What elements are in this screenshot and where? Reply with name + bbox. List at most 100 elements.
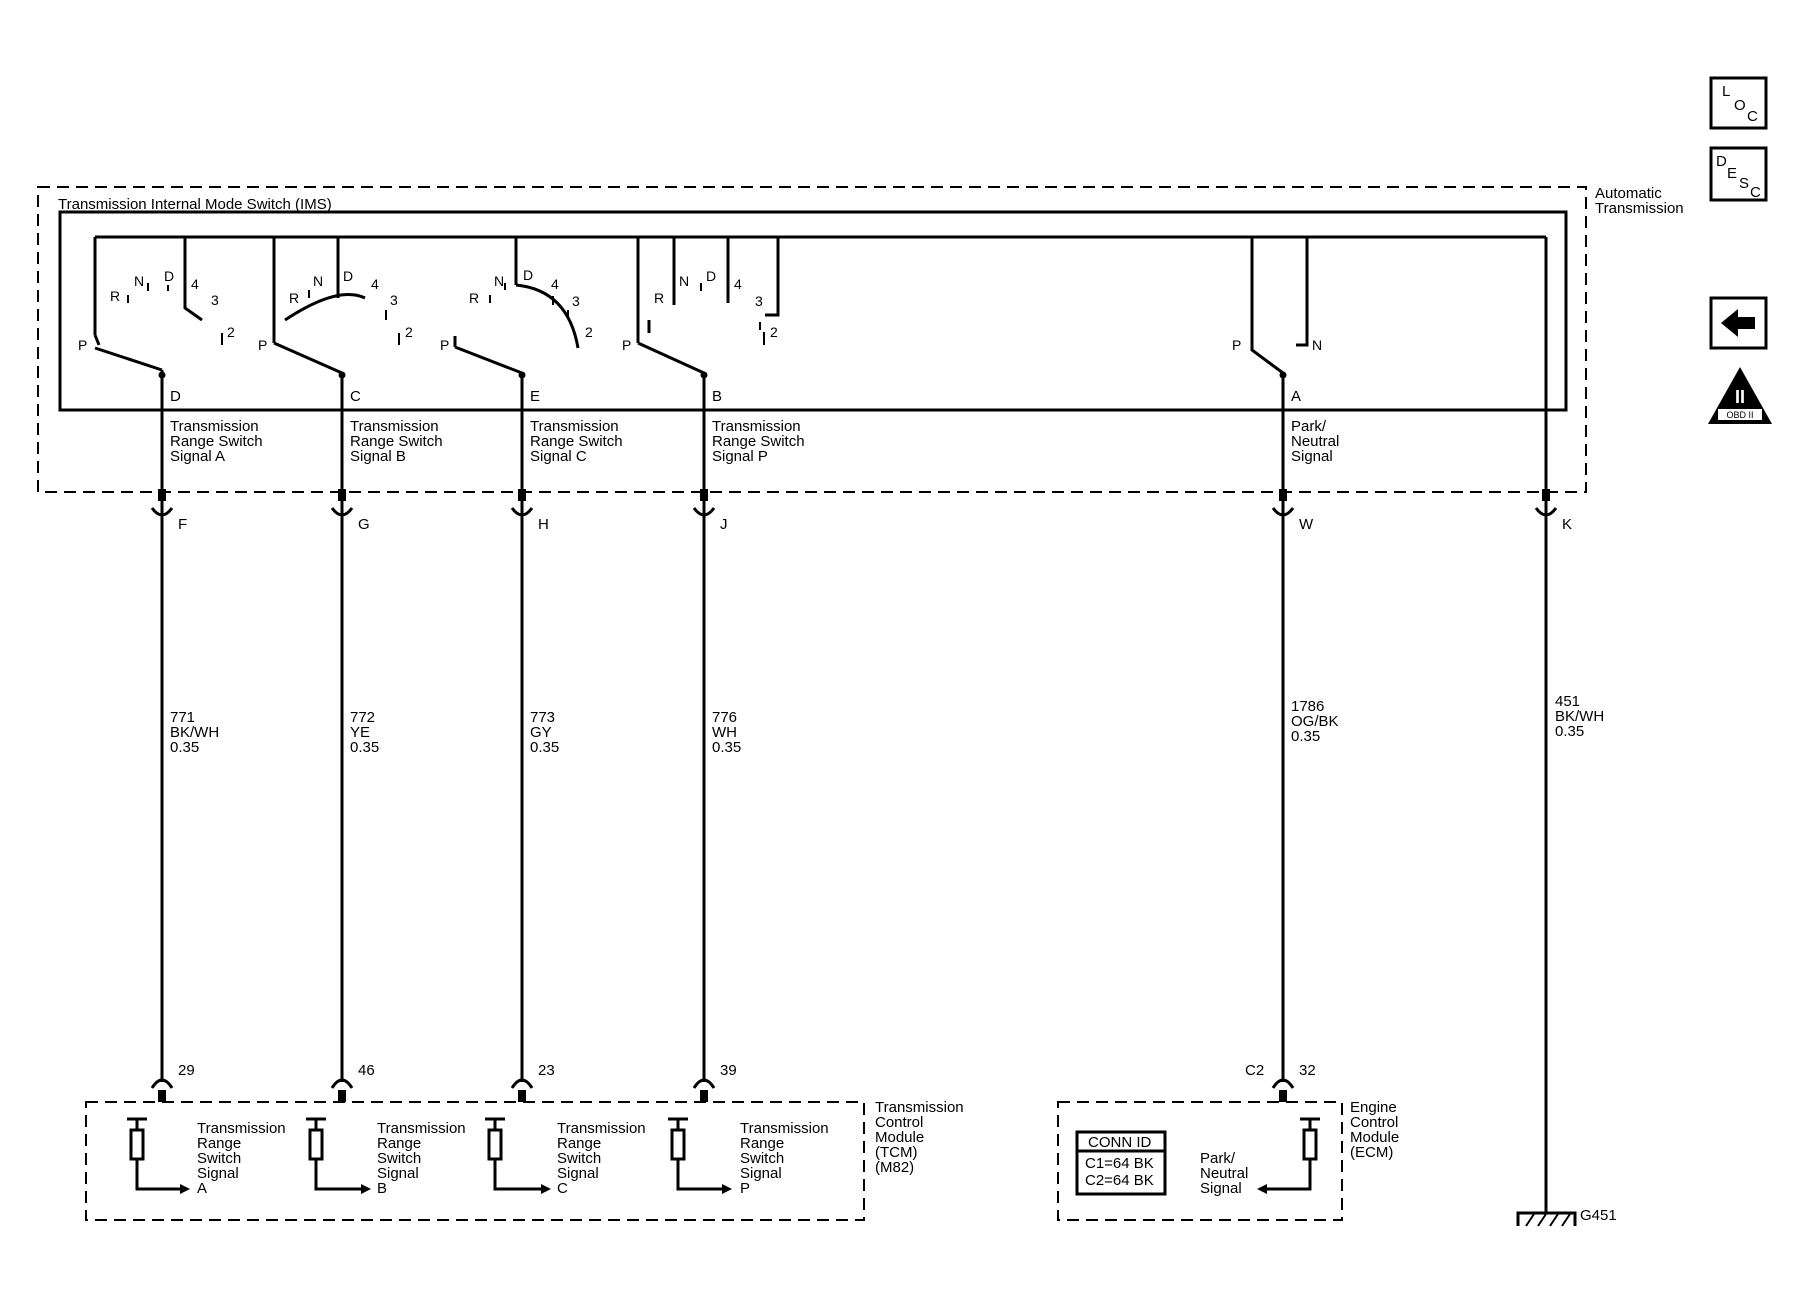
wire-773-spec: 773 GY 0.35: [530, 709, 559, 756]
switch-a-pos-4: 4: [191, 276, 199, 292]
tcm-pin-23: 23: [538, 1062, 555, 1079]
svg-text:451: 451: [1555, 693, 1580, 710]
svg-text:Range: Range: [197, 1135, 241, 1152]
switch-p-pos-n: N: [679, 273, 689, 289]
ims-pin-a: A: [1291, 388, 1301, 405]
signal-label-b: Transmission Range Switch Signal B: [350, 418, 443, 465]
switch-p-pos-p: P: [622, 337, 631, 353]
module-connector-32: [1271, 1078, 1295, 1102]
back-arrow-button[interactable]: [1709, 296, 1768, 350]
ecm-pin-32: 32: [1299, 1062, 1316, 1079]
svg-text:Park/: Park/: [1291, 418, 1327, 435]
svg-text:OBD II: OBD II: [1726, 410, 1753, 420]
ims-pin-c: C: [350, 388, 361, 405]
signal-label-c: Transmission Range Switch Signal C: [530, 418, 623, 465]
tcm-input-b: [306, 1117, 371, 1194]
svg-text:Engine: Engine: [1350, 1099, 1397, 1116]
svg-text:Transmission: Transmission: [530, 418, 619, 435]
switch-b-pos-2: 2: [405, 324, 413, 340]
svg-text:Switch: Switch: [557, 1150, 601, 1167]
pn-pos-p: P: [1232, 337, 1241, 353]
svg-text:O: O: [1734, 97, 1746, 114]
svg-text:A: A: [197, 1180, 207, 1197]
connector-f: [150, 489, 174, 517]
switch-a-pos-3: 3: [211, 292, 219, 308]
switch-c-pos-n: N: [494, 273, 504, 289]
switch-c-pos-4: 4: [551, 276, 559, 292]
svg-text:Signal: Signal: [557, 1165, 599, 1182]
tcm-signal-label-a: Transmission Range Switch Signal A: [197, 1120, 286, 1197]
pn-pos-n: N: [1312, 337, 1322, 353]
ground-g451-label: G451: [1580, 1207, 1617, 1224]
svg-text:0.35: 0.35: [1291, 728, 1320, 745]
switch-p-pos-2: 2: [770, 324, 778, 340]
switch-a-pos-p: P: [78, 337, 87, 353]
svg-text:Range: Range: [377, 1135, 421, 1152]
svg-text:(M82): (M82): [875, 1159, 914, 1176]
switch-c-pos-p: P: [440, 337, 449, 353]
tcm-boundary: [85, 1101, 865, 1221]
conn-id-box: CONN ID C1=64 BK C2=64 BK: [1075, 1130, 1167, 1196]
switch-b-pos-3: 3: [390, 292, 398, 308]
module-connector-39: [692, 1078, 716, 1102]
svg-text:II: II: [1735, 387, 1745, 407]
tcm-signal-label-c: Transmission Range Switch Signal C: [557, 1120, 646, 1197]
back-arrow-icon: [1721, 309, 1755, 337]
svg-text:Control: Control: [875, 1114, 923, 1131]
ecm-connector-c2: C2: [1245, 1062, 1264, 1079]
svg-text:Switch: Switch: [740, 1150, 784, 1167]
svg-text:773: 773: [530, 709, 555, 726]
tcm-label: Transmission Control Module (TCM) (M82): [875, 1099, 964, 1176]
svg-text:Transmission: Transmission: [875, 1099, 964, 1116]
svg-text:Signal: Signal: [740, 1165, 782, 1182]
svg-text:Transmission: Transmission: [350, 418, 439, 435]
svg-text:Signal: Signal: [1200, 1180, 1242, 1197]
automatic-transmission-label-1: Automatic: [1595, 185, 1662, 202]
ims-pin-e: E: [530, 388, 540, 405]
svg-text:0.35: 0.35: [1555, 723, 1584, 740]
svg-text:Module: Module: [1350, 1129, 1399, 1146]
connector-h-label: H: [538, 516, 549, 533]
svg-text:P: P: [740, 1180, 750, 1197]
svg-text:WH: WH: [712, 724, 737, 741]
conn-id-title: CONN ID: [1088, 1134, 1152, 1151]
ecm-signal-label: Park/ Neutral Signal: [1200, 1150, 1248, 1197]
switch-a-pos-d: D: [164, 268, 174, 284]
connector-w-label: W: [1299, 516, 1314, 533]
svg-text:Module: Module: [875, 1129, 924, 1146]
svg-text:Park/: Park/: [1200, 1150, 1236, 1167]
svg-text:1786: 1786: [1291, 698, 1324, 715]
automatic-transmission-label-2: Transmission: [1595, 200, 1684, 217]
wire-771-spec: 771 BK/WH 0.35: [170, 709, 219, 756]
tcm-pin-29: 29: [178, 1062, 195, 1079]
switch-c-pos-r: R: [469, 290, 479, 306]
svg-text:Signal P: Signal P: [712, 448, 768, 465]
loc-button[interactable]: L O C: [1709, 76, 1768, 130]
switch-b-pos-n: N: [313, 273, 323, 289]
svg-text:Range: Range: [557, 1135, 601, 1152]
tcm-signal-label-b: Transmission Range Switch Signal B: [377, 1120, 466, 1197]
conn-id-row-1: C1=64 BK: [1085, 1155, 1154, 1172]
svg-text:Neutral: Neutral: [1200, 1165, 1248, 1182]
switch-c-pos-d: D: [523, 267, 533, 283]
obd-ii-button[interactable]: II OBD II: [1708, 367, 1772, 424]
svg-text:Range: Range: [740, 1135, 784, 1152]
svg-text:0.35: 0.35: [530, 739, 559, 756]
conn-id-row-2: C2=64 BK: [1085, 1172, 1154, 1189]
ecm-input-park-neutral: [1257, 1117, 1320, 1194]
svg-text:Transmission: Transmission: [557, 1120, 646, 1137]
svg-text:Signal C: Signal C: [530, 448, 587, 465]
switch-park-neutral: P N: [1232, 237, 1322, 410]
svg-text:BK/WH: BK/WH: [170, 724, 219, 741]
tcm-input-p: [668, 1117, 732, 1194]
desc-button[interactable]: D E S C: [1709, 146, 1768, 202]
switch-p: P R N D 4 3 2: [622, 237, 780, 410]
svg-text:BK/WH: BK/WH: [1555, 708, 1604, 725]
switch-b-pos-4: 4: [371, 276, 379, 292]
connector-j-label: J: [720, 516, 728, 533]
svg-text:Transmission: Transmission: [712, 418, 801, 435]
switch-p-pos-r: R: [654, 290, 664, 306]
svg-text:Transmission: Transmission: [740, 1120, 829, 1137]
svg-text:S: S: [1739, 175, 1749, 192]
